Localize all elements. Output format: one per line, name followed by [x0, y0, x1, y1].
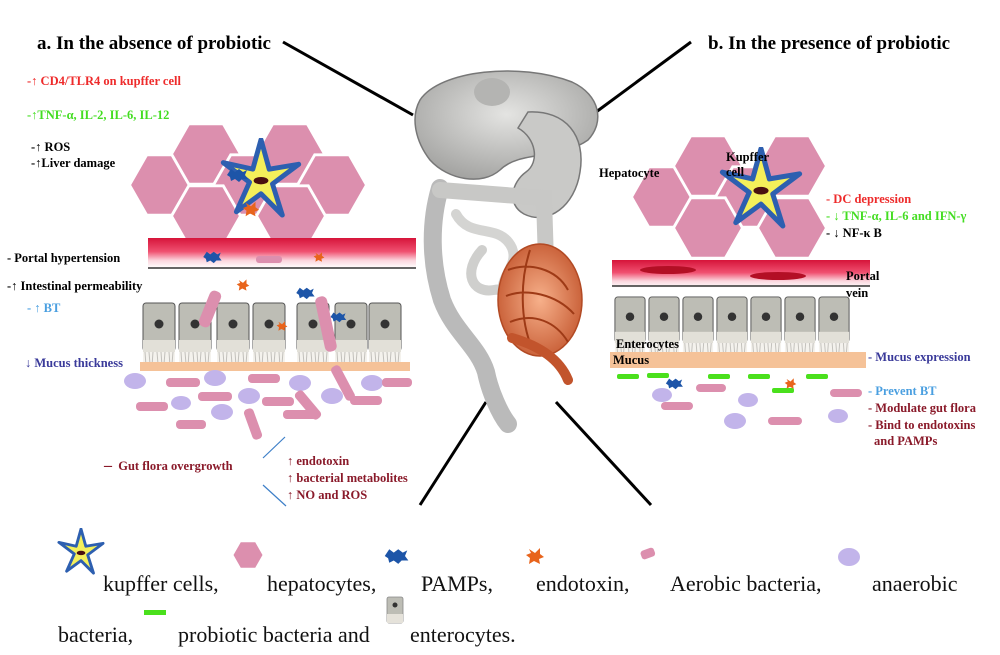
legend-kupffer-icon — [57, 528, 105, 575]
portal-vein-label-1: Portal — [846, 269, 880, 283]
enterocytes-label: Enterocytes — [616, 337, 679, 351]
mucus-label: Mucus — [613, 353, 650, 367]
intestinal-permeability-label: -↑ Intestinal permeability — [7, 279, 143, 293]
no-ros-label: ↑ NO and ROS — [287, 488, 368, 502]
modulate-gut-flora-label: - Modulate gut flora — [868, 401, 976, 415]
mucus-thickness-label: ↓ Mucus thickness — [25, 356, 123, 370]
bracket-lines — [262, 436, 287, 507]
legend-enterocyte-icon — [386, 596, 404, 624]
panel-b-title: b. In the presence of probiotic — [708, 33, 951, 54]
kupffer-cell-label-1: Kupffer — [726, 150, 770, 164]
connector-lines — [282, 40, 692, 507]
dc-depression-label: - DC depression — [826, 192, 912, 206]
liver-damage-label: -↑Liver damage — [31, 156, 116, 170]
gut-flora-a — [124, 365, 412, 440]
nfkb-label: - ↓ NF-κ B — [826, 226, 882, 240]
panel-a-liver-tissue — [128, 122, 368, 248]
legend-probiotic-icon — [144, 610, 166, 615]
legend-bacteria-label: bacteria, — [58, 622, 134, 647]
portal-vein-label-2: vein — [846, 286, 869, 300]
bind-endotoxins-label-1: - Bind to endotoxins — [868, 418, 976, 432]
prevent-bt-label: - Prevent BT — [868, 384, 937, 398]
gut-flora-b — [617, 373, 862, 429]
legend-endotoxin-label: endotoxin, — [536, 571, 630, 596]
legend-pamps-label: PAMPs, — [421, 571, 493, 596]
hepatocyte-label: Hepatocyte — [599, 166, 660, 180]
cd4-tlr4-label: -↑ CD4/TLR4 on kupffer cell — [27, 74, 181, 88]
portal-hypertension-label: - Portal hypertension — [7, 251, 121, 265]
legend-anaerobic-label: anaerobic — [872, 571, 958, 596]
intestinal-epithelium-b — [610, 296, 866, 368]
legend-enterocytes-label: enterocytes. — [410, 622, 516, 647]
panel-a-title: a. In the absence of probiotic — [37, 33, 271, 54]
digestive-system-illustration — [414, 70, 599, 433]
mucus-expression-label: - Mucus expression — [868, 350, 971, 364]
legend-hepatocyte-icon — [232, 541, 264, 569]
bt-increase-label: - ↑ BT — [27, 301, 61, 315]
legend-anaerobic-icon — [838, 548, 860, 566]
legend-kupffer-label: kupffer cells, — [103, 571, 219, 596]
portal-vessel-b — [612, 260, 870, 288]
bacterial-metabolites-label: ↑ bacterial metabolites — [287, 471, 408, 485]
legend-probiotic-label: probiotic bacteria and — [178, 622, 370, 647]
legend-endotoxin-icon — [526, 548, 544, 564]
legend-aerobic-label: Aerobic bacteria, — [670, 571, 822, 596]
legend-aerobic-icon — [640, 547, 656, 560]
intestinal-epithelium-a — [140, 279, 410, 371]
cytokines-increase-label: -↑TNF-α, IL-2, IL-6, IL-12 — [27, 108, 170, 122]
bind-endotoxins-label-2: and PAMPs — [874, 434, 938, 448]
portal-vessel-a — [148, 238, 416, 269]
kupffer-cell-label-2: cell — [726, 165, 745, 179]
legend-hepatocytes-label: hepatocytes, — [267, 571, 377, 596]
cytokines-decrease-label: - ↓ TNF-α, IL-6 and IFN-γ — [826, 209, 967, 223]
legend-icons — [57, 528, 860, 624]
ros-label: -↑ ROS — [31, 140, 71, 154]
endotoxin-increase-label: ↑ endotoxin — [287, 454, 350, 468]
gut-flora-overgrowth-label: – Gut flora overgrowth — [104, 457, 233, 474]
legend-pamps-icon — [384, 549, 409, 564]
